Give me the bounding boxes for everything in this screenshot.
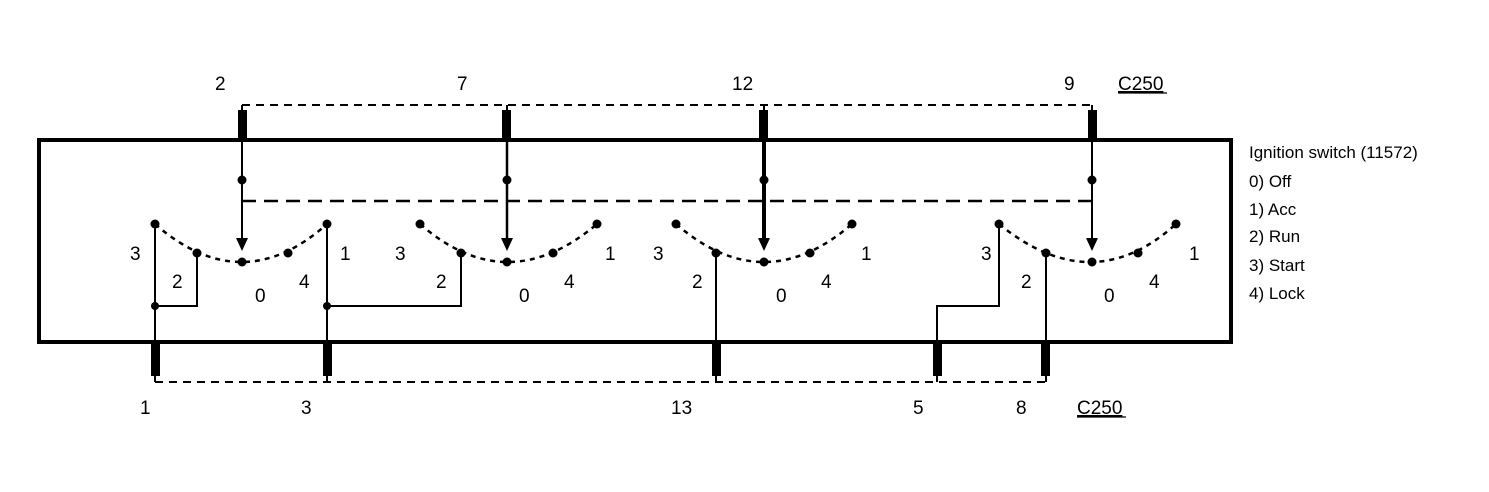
- legend-title: Ignition switch (11572): [1249, 143, 1418, 162]
- position-label-1: 1: [1189, 244, 1200, 265]
- switch-body: [37, 138, 1233, 344]
- position-label-3: 3: [395, 244, 406, 265]
- rotary-arcs: [154, 223, 1177, 264]
- position-label-2: 2: [1021, 272, 1032, 293]
- position-label-2: 2: [172, 272, 183, 293]
- top-pin-label: 12: [732, 74, 753, 95]
- position-label-2: 2: [436, 272, 447, 293]
- contact-arrowheads: [236, 238, 1098, 251]
- top-pin-label: 9: [1064, 74, 1075, 95]
- bottom-pin-terminals: [151, 342, 1050, 376]
- legend-item: 2) Run: [1249, 227, 1300, 246]
- position-label-1: 1: [340, 244, 351, 265]
- position-label-3: 3: [653, 244, 664, 265]
- top-pin-label: 7: [457, 74, 468, 95]
- top-pin-label: 2: [215, 74, 226, 95]
- top-connector-name: C250: [1118, 74, 1163, 95]
- terminal-leads: [154, 105, 1093, 382]
- bottom-connector-name: C250: [1077, 398, 1122, 419]
- legend-item: 0) Off: [1249, 172, 1291, 191]
- position-label-2: 2: [692, 272, 703, 293]
- bottom-pin-label: 8: [1016, 398, 1027, 419]
- bottom-pin-label: 1: [140, 398, 151, 419]
- contact-dots: [150, 175, 1181, 310]
- position-label-3: 3: [981, 244, 992, 265]
- bottom-pin-label: 5: [913, 398, 924, 419]
- top-pin-terminals: [238, 110, 1097, 140]
- position-label-0: 0: [255, 286, 266, 307]
- position-label-0: 0: [1104, 286, 1115, 307]
- position-label-1: 1: [861, 244, 872, 265]
- position-label-1: 1: [605, 244, 616, 265]
- section-wiring: [154, 140, 1093, 342]
- bottom-pin-label: 3: [301, 398, 312, 419]
- position-label-4: 4: [1149, 272, 1160, 293]
- bottom-pin-label: 13: [671, 398, 692, 419]
- legend-item: 4) Lock: [1249, 284, 1305, 303]
- legend-item: 3) Start: [1249, 256, 1305, 275]
- position-label-4: 4: [821, 272, 832, 293]
- position-label-0: 0: [519, 286, 530, 307]
- position-label-4: 4: [564, 272, 575, 293]
- legend-item: 1) Acc: [1249, 200, 1297, 219]
- position-label-3: 3: [130, 244, 141, 265]
- position-label-4: 4: [299, 272, 310, 293]
- position-label-0: 0: [776, 286, 787, 307]
